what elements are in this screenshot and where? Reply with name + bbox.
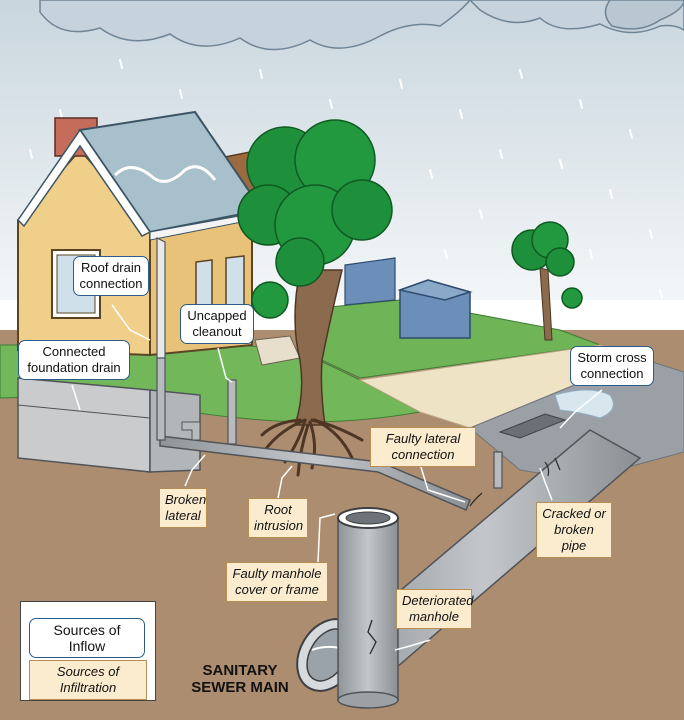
legend-inflow: Sources of Inflow: [29, 618, 145, 658]
label-uncapped-cleanout: Uncapped cleanout: [180, 304, 254, 344]
foundation-wall: [17, 377, 151, 473]
label-storm-cross-connection: Storm cross connection: [570, 346, 654, 386]
legend: Sources of Inflow Sources of Infiltratio…: [20, 601, 156, 701]
leader-lines: [71, 304, 603, 651]
label-root-intrusion: Root intrusion: [248, 498, 308, 538]
sewer-main-title: SANITARY SEWER MAIN: [191, 662, 289, 696]
label-faulty-manhole-cover: Faulty manhole cover or frame: [226, 562, 328, 602]
storm-grate: [498, 413, 567, 439]
foundation-line: [17, 404, 151, 419]
label-broken-lateral: Broken lateral: [159, 488, 207, 528]
label-faulty-lateral-connection: Faulty lateral connection: [370, 427, 476, 467]
label-cracked-or-broken-pipe: Cracked or broken pipe: [536, 502, 612, 558]
label-connected-foundation-drain: Connected foundation drain: [18, 340, 130, 380]
small-tree: [511, 221, 583, 341]
manhole: [337, 507, 399, 709]
storm-clouds: [39, 0, 684, 51]
label-deteriorated-manhole: Deteriorated manhole: [396, 589, 474, 629]
downspout: [156, 237, 166, 361]
big-tree: [237, 119, 393, 477]
label-roof-drain-connection: Roof drain connection: [73, 256, 149, 296]
blue-shed: [397, 279, 473, 339]
neighbor-wall: [344, 257, 396, 306]
legend-infiltration: Sources of Infiltration: [29, 660, 147, 700]
lateral-pipe: [156, 357, 471, 511]
storm-cross-pipe: [493, 451, 503, 489]
